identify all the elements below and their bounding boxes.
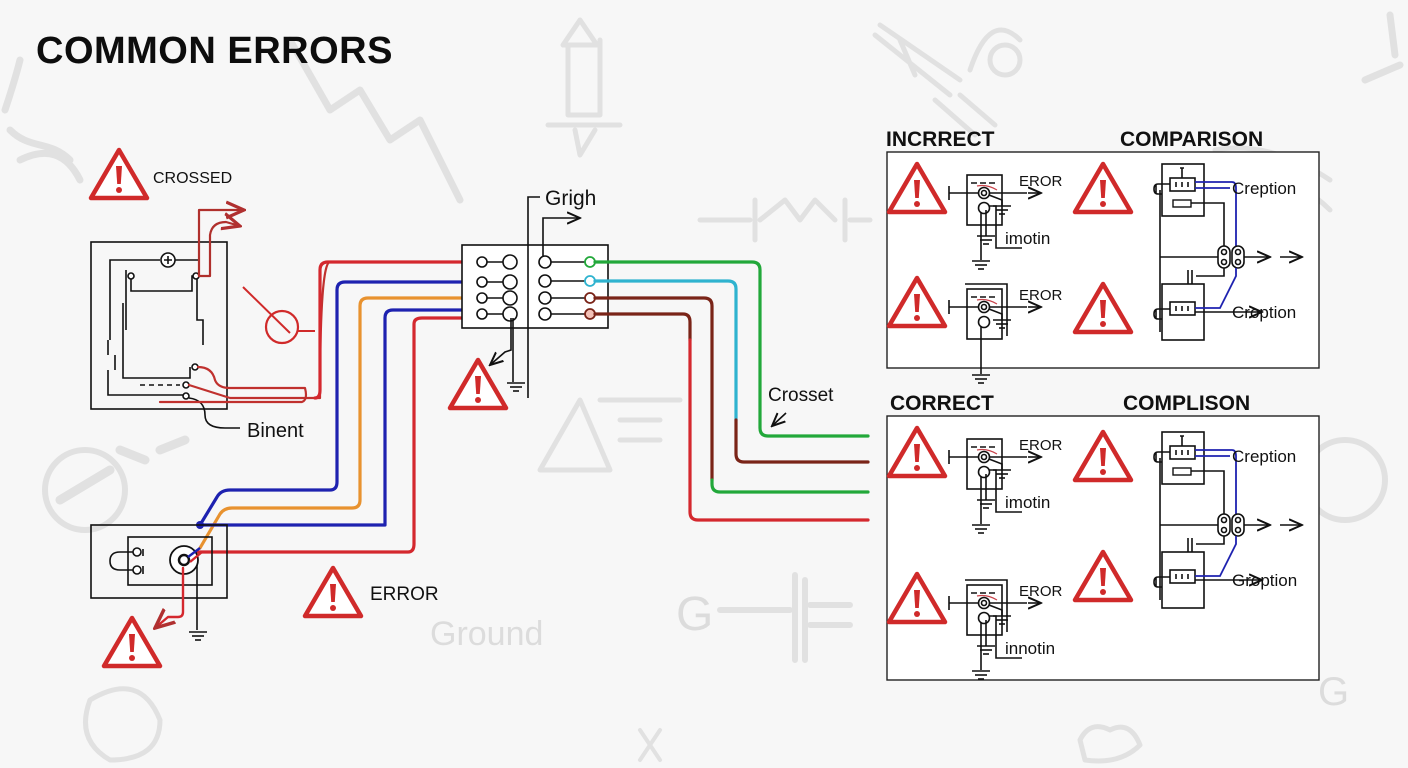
crosset-label: Crosset bbox=[768, 385, 834, 406]
error-label: EROR bbox=[1019, 437, 1063, 454]
panel-circuits: ERORimotinERORCreptionCroptionERORimotin… bbox=[889, 164, 1302, 680]
ground-symbol-icon bbox=[188, 631, 208, 641]
relay-circuit: EROR innotin bbox=[889, 574, 1063, 680]
error-label: EROR bbox=[1019, 287, 1063, 304]
switch-box: Binent bbox=[90, 241, 304, 442]
error-warning: ERROR bbox=[305, 568, 439, 616]
watermark-g-right: G bbox=[1318, 670, 1349, 714]
error-label: EROR bbox=[1019, 173, 1063, 190]
comparison-label: Groption bbox=[1232, 571, 1297, 590]
relay-circuit: EROR imotin bbox=[889, 428, 1063, 534]
watermark-ground: Ground bbox=[430, 615, 543, 653]
relay-circuit: EROR bbox=[889, 278, 1063, 384]
outlet-box bbox=[90, 524, 228, 666]
sub-label: imotin bbox=[1005, 229, 1050, 248]
page-title: COMMON ERRORS bbox=[36, 30, 393, 72]
comparison-label: Creption bbox=[1232, 447, 1296, 466]
error-label: EROR bbox=[1019, 583, 1063, 600]
complison-header: COMPLISON bbox=[1123, 392, 1250, 415]
binent-label: Binent bbox=[247, 420, 304, 442]
ground-symbol-icon bbox=[506, 382, 526, 392]
sub-label: imotin bbox=[1005, 493, 1050, 512]
output-wires: Crosset bbox=[593, 260, 870, 522]
meter-icon bbox=[264, 309, 300, 345]
crossed-wires bbox=[158, 210, 332, 404]
terminal-block: Grigh bbox=[450, 187, 609, 408]
warning-triangle-icon bbox=[450, 360, 506, 408]
comparison-label: Croption bbox=[1232, 303, 1296, 322]
incorrect-header: INCRRECT bbox=[886, 128, 995, 151]
ground-symbol-icon bbox=[971, 374, 991, 384]
warning-triangle-icon bbox=[91, 150, 147, 198]
crossed-warning: CROSSED bbox=[91, 150, 232, 198]
relay-circuit: EROR imotin bbox=[889, 164, 1063, 270]
crossed-label: CROSSED bbox=[153, 170, 232, 187]
error-label: ERROR bbox=[370, 584, 439, 605]
comparison-header: COMPARISON bbox=[1120, 128, 1263, 151]
main-wires bbox=[196, 260, 485, 554]
comparison-label: Creption bbox=[1232, 179, 1296, 198]
sub-label: innotin bbox=[1005, 639, 1055, 658]
warning-triangle-icon bbox=[104, 618, 160, 666]
warning-triangle-icon bbox=[305, 568, 361, 616]
grigh-label: Grigh bbox=[545, 187, 596, 210]
watermark-g: G bbox=[676, 588, 713, 641]
correct-header: CORRECT bbox=[890, 392, 994, 415]
